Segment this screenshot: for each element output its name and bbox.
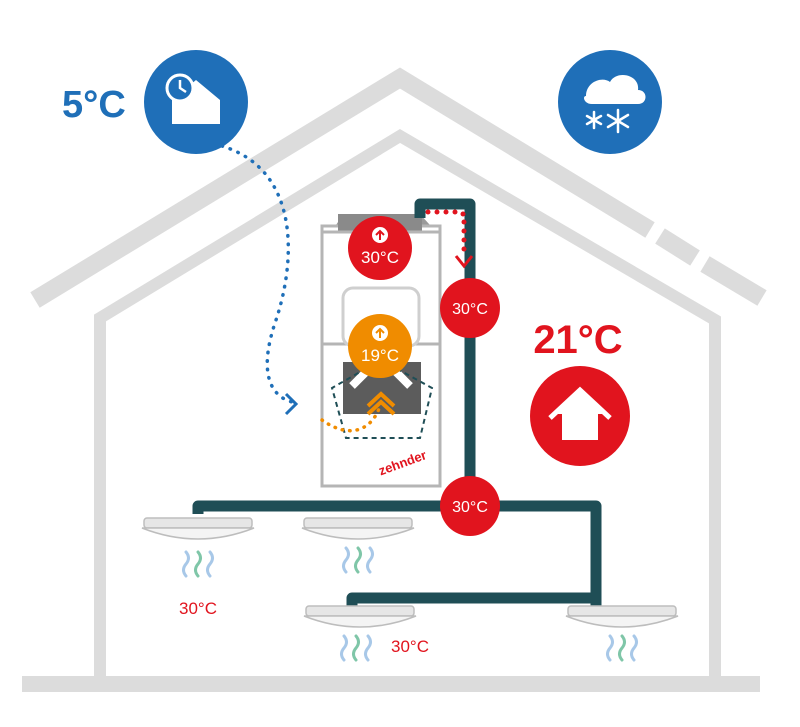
airflow-wave-icon [606,634,638,662]
pipe-network [192,198,602,612]
weather-badge [558,50,662,154]
svg-text:30°C: 30°C [361,248,399,267]
svg-text:19°C: 19°C [361,346,399,365]
warm-flow-arrow [454,255,474,269]
indoor-badge [530,366,630,466]
warm-flow-dots [425,209,467,252]
cold-intake-path [220,144,294,404]
airflow-wave-icon [342,546,374,574]
outer-roof [30,67,655,308]
inner-house-outline [94,129,721,676]
indoor-temperature: 21°C [533,318,622,362]
riser-temp-badge: 30°C [440,278,500,338]
cold-intake-arrow [284,392,299,416]
outlet-temp-label: 30°C [391,637,429,656]
outlet-temp-label: 30°C [179,599,217,618]
supply-temp-badge: 19°C [348,314,412,378]
ceiling-outlet [565,605,679,628]
outdoor-badge [144,50,248,154]
airflow-wave-icon [182,550,214,578]
svg-text:30°C: 30°C [452,301,488,318]
ceiling-outlet [141,517,255,540]
mixed-flow-path [320,404,382,433]
svg-text:30°C: 30°C [452,499,488,516]
manifold-temp-badge: 30°C [440,476,500,536]
airflow-wave-icon [340,634,372,662]
outer-roof-end [700,256,767,306]
outdoor-temperature: 5°C [62,84,126,126]
ceiling-outlet [301,517,415,540]
cloud-snow-icon [584,75,646,104]
ceiling-outlet [303,605,417,628]
exhaust-temp-badge: 30°C [348,216,412,280]
outer-roof-dash [655,228,700,266]
ground-line [22,676,760,692]
